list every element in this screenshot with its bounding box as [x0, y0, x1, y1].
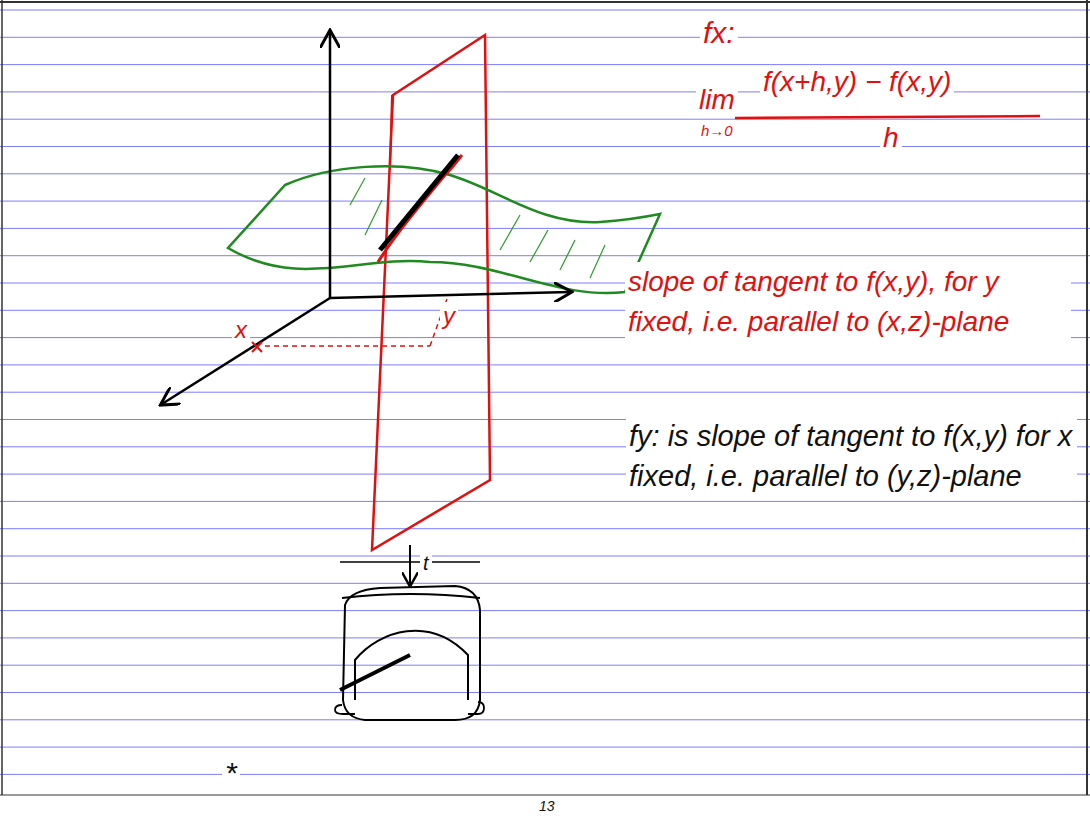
axis-label: t: [420, 552, 432, 575]
page-border: [0, 1, 1090, 3]
view-plane-edge: [340, 561, 480, 563]
ruled-line: [0, 637, 1090, 638]
y-axis: [330, 292, 570, 298]
guide-line: [265, 345, 430, 347]
ruled-line: [0, 719, 1090, 720]
axis-label: x: [232, 316, 250, 344]
note: slope of tangent to f(x,y), for y fixed,…: [625, 262, 1071, 342]
tangent-line: [380, 155, 458, 250]
view-frame: [343, 586, 480, 720]
ruled-line: [0, 364, 1090, 365]
formula-label: fx:: [700, 16, 738, 51]
page-number: 13: [536, 798, 558, 814]
ruled-line: [0, 556, 1090, 557]
vertical-plane: [390, 95, 392, 170]
surface-hatch: [350, 178, 605, 278]
section-curve: [378, 155, 462, 262]
axis-label: y: [440, 302, 458, 330]
surface: [228, 166, 660, 293]
ruled-line: [0, 528, 1090, 529]
numerator: f(x+h,y) − f(x,y): [760, 66, 954, 98]
ruled-line: [0, 392, 1090, 393]
limit-symbol: lim: [696, 84, 738, 116]
section-curve: [355, 631, 468, 700]
view-arrow: [409, 545, 411, 585]
fraction-bar: [735, 116, 1040, 118]
limit-subscript: h→0: [698, 122, 736, 139]
ruled-line: [0, 201, 1090, 202]
axis-mark: [468, 702, 484, 714]
tangent-line: [340, 655, 410, 690]
axis-mark: [335, 705, 355, 714]
ruled-line: [0, 501, 1090, 502]
x-axis: [162, 298, 330, 404]
ruled-line: [0, 173, 1090, 174]
ruled-lines: [0, 10, 1090, 774]
view-frame: [342, 594, 480, 598]
note: fy: is slope of tangent to f(x,y) for x …: [626, 416, 1077, 496]
vertical-plane: [372, 35, 490, 550]
mark: *: [222, 756, 240, 791]
ruled-line: [0, 610, 1090, 611]
page-border: [1, 0, 3, 795]
ruled-line: [0, 692, 1090, 693]
ruled-line: [0, 583, 1090, 584]
page-border: [1086, 0, 1088, 795]
page-border: [0, 795, 1090, 796]
ruled-line: [0, 37, 1090, 38]
ruled-line: [0, 10, 1090, 11]
ruled-line: [0, 228, 1090, 229]
ruled-line: [0, 255, 1090, 256]
ruled-line: [0, 146, 1090, 147]
denominator: h: [880, 122, 902, 154]
ruled-line: [0, 747, 1090, 748]
ruled-line: [0, 64, 1090, 65]
ruled-line: [0, 119, 1090, 120]
ruled-line: [0, 665, 1090, 666]
ruled-line: [0, 774, 1090, 775]
point-mark: [252, 342, 262, 352]
z-axis: [329, 32, 332, 298]
